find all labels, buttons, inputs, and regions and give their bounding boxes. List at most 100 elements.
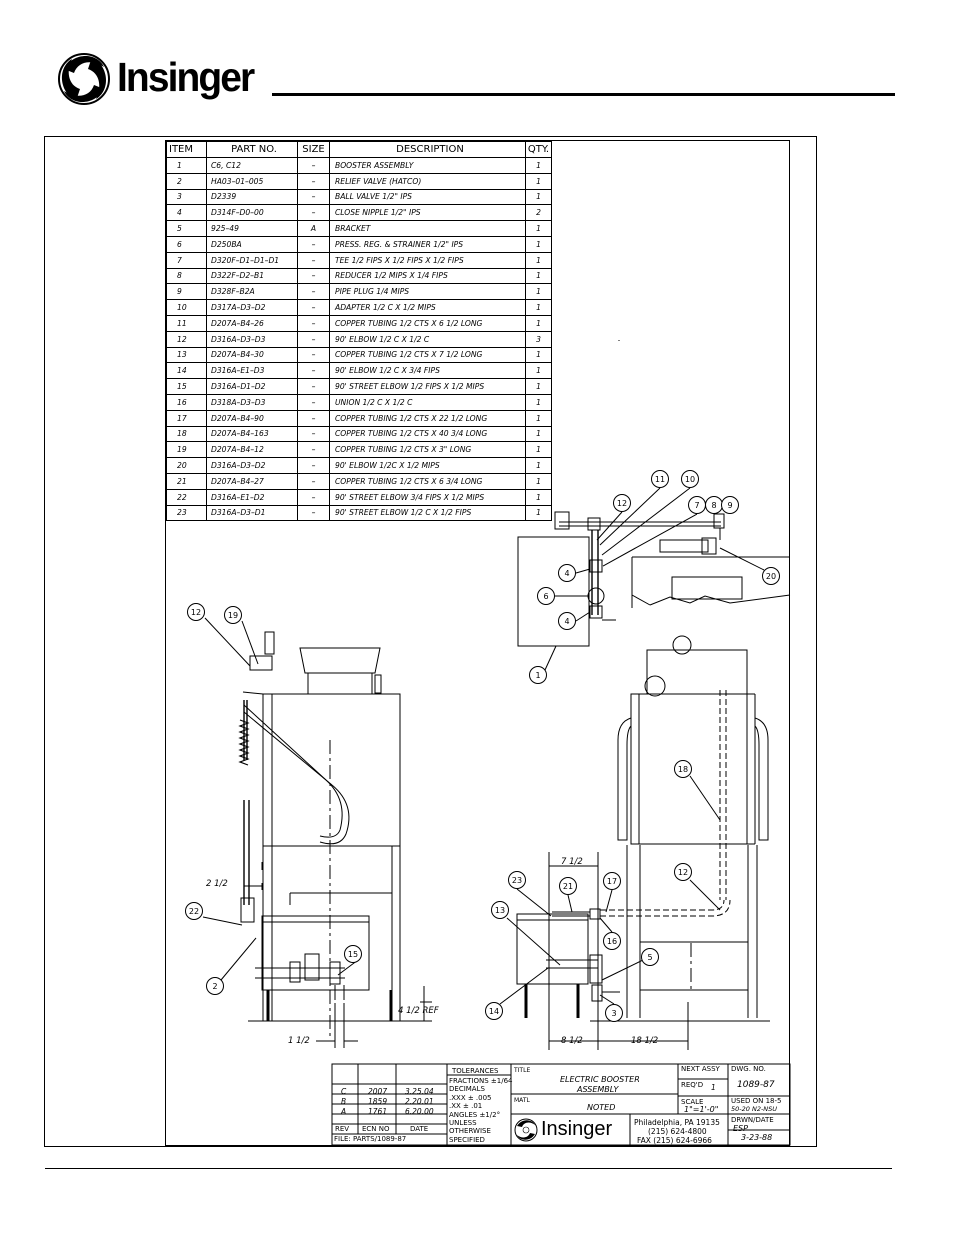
callout-circle [641, 948, 659, 966]
insinger-logo-icon [58, 53, 110, 105]
tolerance-line: ANGLES ±1/2° [449, 1110, 501, 1119]
callout-circle [529, 666, 547, 684]
ecn-b: 1859 [368, 1097, 388, 1106]
date-c: 3.25.04 [405, 1087, 434, 1096]
callout-balloon: 22 [185, 902, 203, 920]
callout-balloon: 12 [613, 494, 631, 512]
rev-b: B [341, 1097, 347, 1106]
tolerance-line: UNLESS [449, 1119, 477, 1128]
callout-number: 15 [348, 950, 358, 959]
callout-balloon: 13 [491, 901, 509, 919]
callout-balloon: 3 [605, 1004, 623, 1022]
brand-name: Insinger [117, 54, 255, 100]
bom-header-size: SIZE [297, 141, 330, 158]
callout-number: 10 [685, 475, 695, 484]
callout-circle [206, 977, 224, 995]
company-phone: (215) 624-4800 [648, 1127, 707, 1136]
scale-value: 1"=1'-0" [684, 1105, 719, 1114]
callout-balloon: 14 [485, 1002, 503, 1020]
callout-circle [559, 877, 577, 895]
callout-number: 19 [228, 611, 238, 620]
file-name: FILE: PARTS/1089-87 [334, 1135, 407, 1143]
callout-number: 7 [694, 501, 699, 510]
callout-balloon: 10 [681, 470, 699, 488]
date-header: DATE [410, 1125, 429, 1133]
callout-number: 4 [564, 569, 569, 578]
callout-number: 4 [564, 617, 569, 626]
used-on-2: 50-20 N2-NSU [731, 1105, 778, 1113]
callout-balloon: 15 [344, 945, 362, 963]
callout-balloon: 17 [603, 872, 621, 890]
tolerance-line: SPECIFIED [449, 1135, 485, 1144]
left-elevation-view [238, 631, 432, 1048]
callout-number: 20 [766, 572, 776, 581]
right-elevation-view [516, 340, 770, 1050]
callout-circle [674, 760, 692, 778]
drawn-by: ESP [733, 1124, 748, 1133]
callout-balloon: 23 [508, 871, 526, 889]
callout-circle [508, 871, 526, 889]
callout-number: 22 [189, 907, 199, 916]
dwg-number: 1089-87 [737, 1080, 775, 1090]
callout-balloon: 4 [558, 564, 576, 582]
dim-7-1-2: 7 1/2 [561, 857, 583, 867]
titleblock-logo-icon [514, 1118, 538, 1142]
bom-header-description: DESCRIPTION [329, 141, 526, 158]
callout-balloon: 19 [224, 606, 242, 624]
rev-header: REV [335, 1125, 350, 1133]
title-block-lines [331, 1063, 791, 1146]
callout-circle [344, 945, 362, 963]
callout-number: 9 [727, 501, 732, 510]
callout-circle [762, 567, 780, 585]
callout-circle [558, 612, 576, 630]
drawn-date: 3-23-88 [741, 1133, 773, 1142]
matl-label: MATL [514, 1097, 530, 1104]
callout-balloon: 9 [721, 496, 739, 514]
callout-balloon: 20 [762, 567, 780, 585]
callout-circle [187, 603, 205, 621]
drawing-title-2: ASSEMBLY [577, 1085, 619, 1094]
callout-number: 14 [489, 1007, 499, 1016]
callout-number: 21 [563, 882, 573, 891]
callout-balloon: 12 [674, 863, 692, 881]
callout-circle [185, 902, 203, 920]
callout-number: 3 [611, 1009, 616, 1018]
callout-number: 17 [607, 877, 617, 886]
tolerance-line: OTHERWISE [449, 1127, 491, 1136]
callout-number: 12 [678, 868, 688, 877]
ecn-header: ECN NO [362, 1125, 390, 1133]
callout-number: 8 [711, 501, 716, 510]
callout-balloon: 2 [206, 977, 224, 995]
dim-18-1-2: 18 1/2 [631, 1036, 659, 1046]
company-address: Philadelphia, PA 19135 [634, 1118, 720, 1127]
callout-balloon: 11 [651, 470, 669, 488]
dim-2-1-2: 2 1/2 [206, 879, 228, 889]
leader-lines [202, 487, 765, 1005]
date-a: 6.20.00 [405, 1107, 434, 1116]
rev-a: A [341, 1107, 347, 1116]
title-label: TITLE [514, 1067, 531, 1074]
callout-circle [485, 1002, 503, 1020]
bom-cell-part: D316A–D3–D1 [206, 504, 298, 522]
header-rule [272, 93, 895, 96]
callout-balloon: 5 [641, 948, 659, 966]
bom-header-row: ITEM PART NO. SIZE DESCRIPTION QTY. [166, 141, 552, 158]
callout-number: 16 [607, 937, 617, 946]
callout-balloon: 1 [529, 666, 547, 684]
callout-balloon: 7 [688, 496, 706, 514]
callout-balloon: 16 [603, 932, 621, 950]
callout-circle [721, 496, 739, 514]
callout-circle [603, 932, 621, 950]
company-fax: FAX (215) 624-6966 [637, 1136, 712, 1145]
callout-circle [537, 587, 555, 605]
ecn-c: 2007 [368, 1087, 388, 1096]
dim-8-1-2: 8 1/2 [561, 1036, 583, 1046]
